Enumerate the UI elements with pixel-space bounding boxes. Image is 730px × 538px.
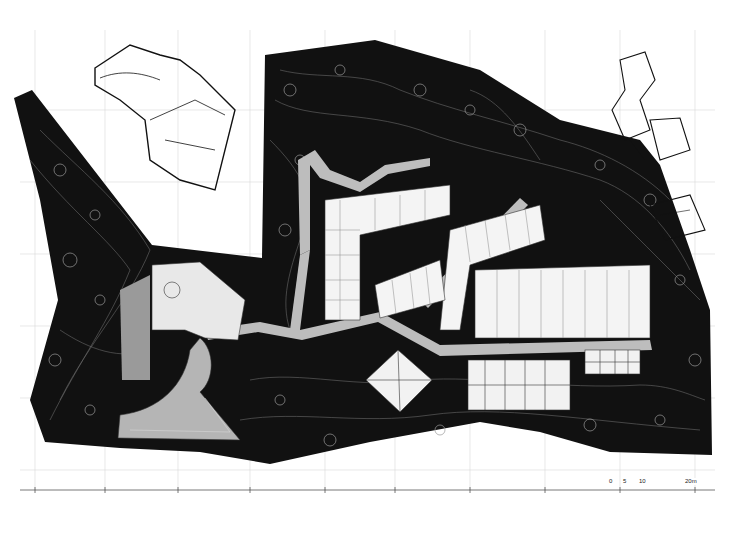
roof-plans xyxy=(366,350,640,412)
scale-label: 5 xyxy=(622,478,627,485)
contour-lines xyxy=(30,70,705,430)
inset-plan-right xyxy=(612,52,705,240)
site-ground xyxy=(14,40,712,464)
guest-room-blocks xyxy=(325,185,650,338)
scale-label: 10 xyxy=(638,478,647,485)
tree-symbols xyxy=(49,65,701,446)
walkways xyxy=(205,150,652,356)
axis xyxy=(20,487,715,493)
main-building xyxy=(118,262,245,440)
room-divisions xyxy=(325,190,629,338)
scale-label: 0 xyxy=(608,478,613,485)
scale-label: 20m xyxy=(684,478,698,485)
inset-plan-left xyxy=(95,45,235,190)
